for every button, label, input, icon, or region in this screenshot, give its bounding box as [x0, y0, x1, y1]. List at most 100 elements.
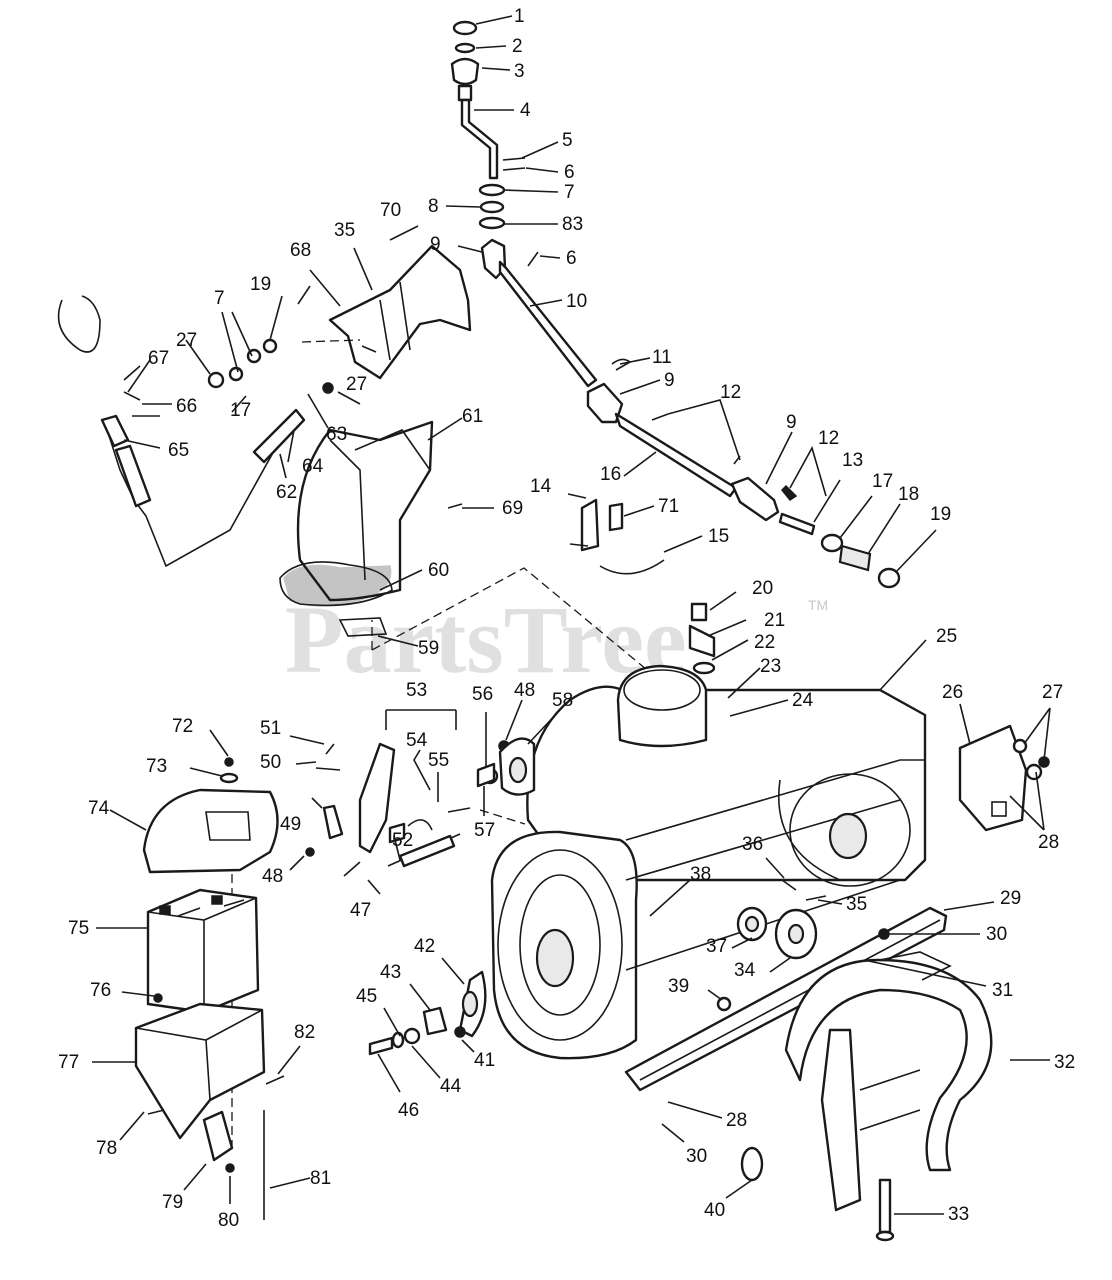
callout-75: 75: [68, 918, 89, 939]
callout-9: 9: [430, 234, 441, 255]
callout-7: 7: [564, 182, 575, 203]
chute-lock-linkage: [305, 737, 536, 877]
callout-79: 79: [162, 1192, 183, 1213]
discharge-chute: [279, 420, 463, 637]
callout-41: 41: [474, 1050, 495, 1071]
callout-51: 51: [260, 718, 281, 739]
callout-10: 10: [566, 291, 587, 312]
callout-65: 65: [168, 440, 189, 461]
callout-61: 61: [462, 406, 483, 427]
callout-83: 83: [562, 214, 583, 235]
callout-34: 34: [734, 960, 756, 981]
battery-tray: [134, 993, 285, 1220]
callout-38: 38: [690, 864, 711, 885]
callout-56: 56: [472, 684, 493, 705]
callout-42: 42: [414, 936, 435, 957]
callout-14: 14: [530, 476, 552, 497]
callout-73: 73: [146, 756, 167, 777]
callout-1: 1: [514, 6, 525, 27]
callout-30-b: 30: [686, 1146, 707, 1167]
callout-77: 77: [58, 1052, 79, 1073]
callout-12: 12: [720, 382, 741, 403]
chute-bracket-parts: [569, 498, 665, 575]
callout-5: 5: [562, 130, 573, 151]
callout-33: 33: [948, 1204, 969, 1225]
callout-16: 16: [600, 464, 621, 485]
callout-17-b: 17: [230, 400, 251, 421]
callout-57: 57: [474, 820, 495, 841]
callout-21: 21: [764, 610, 785, 631]
callout-15: 15: [708, 526, 729, 547]
callout-26: 26: [942, 682, 963, 703]
callout-58: 58: [552, 690, 573, 711]
callout-27: 27: [176, 330, 197, 351]
callout-44: 44: [440, 1076, 462, 1097]
callout-46: 46: [398, 1100, 419, 1121]
callout-76: 76: [90, 980, 111, 1001]
callout-29: 29: [1000, 888, 1021, 909]
callout-48: 48: [514, 680, 535, 701]
chute-deflector: [328, 244, 472, 380]
callout-17: 17: [872, 471, 893, 492]
callout-53: 53: [406, 680, 427, 701]
callout-66: 66: [176, 396, 197, 417]
callout-60: 60: [428, 560, 449, 581]
callout-24: 24: [792, 690, 814, 711]
auger-housing: [490, 664, 927, 1060]
battery: [146, 888, 260, 1014]
callout-12-b: 12: [818, 428, 839, 449]
callout-4: 4: [520, 100, 531, 121]
callout-39: 39: [668, 976, 689, 997]
callout-82: 82: [294, 1022, 315, 1043]
callout-37: 37: [706, 936, 727, 957]
callout-19: 19: [930, 504, 951, 525]
callout-8: 8: [428, 196, 439, 217]
callout-47: 47: [350, 900, 371, 921]
callout-18: 18: [898, 484, 919, 505]
callout-71: 71: [658, 496, 679, 517]
callout-74: 74: [88, 798, 110, 819]
callout-80: 80: [218, 1210, 239, 1231]
callout-3: 3: [514, 61, 525, 82]
callout-leaders: [92, 15, 1051, 1215]
impeller: [740, 951, 993, 1242]
callout-32: 32: [1054, 1052, 1075, 1073]
callout-55: 55: [428, 750, 449, 771]
callout-20: 20: [752, 578, 773, 599]
callout-52: 52: [392, 830, 413, 851]
callout-9-c: 9: [786, 412, 797, 433]
callout-63: 63: [326, 424, 347, 445]
crank-assembly: [450, 20, 598, 388]
callout-11: 11: [652, 347, 672, 368]
callout-45: 45: [356, 986, 377, 1007]
callout-72: 72: [172, 716, 193, 737]
callout-54: 54: [406, 730, 428, 751]
crank-rod-lower-assembly: [586, 358, 901, 589]
callout-2: 2: [512, 36, 523, 57]
auger-bearings: [736, 879, 827, 960]
callout-31: 31: [992, 980, 1013, 1001]
callout-67: 67: [148, 348, 169, 369]
callout-28-b: 28: [726, 1110, 747, 1131]
callout-27-c: 27: [1042, 682, 1063, 703]
battery-cover: [142, 757, 279, 874]
callout-81: 81: [310, 1168, 331, 1189]
callout-78: 78: [96, 1138, 117, 1159]
callout-30: 30: [986, 924, 1007, 945]
callout-36: 36: [742, 834, 763, 855]
callout-62: 62: [276, 482, 297, 503]
watermark-trademark: TM: [808, 597, 828, 613]
callout-13: 13: [842, 450, 863, 471]
shaft-hardware: [368, 970, 487, 1056]
callout-40: 40: [704, 1200, 725, 1221]
callout-labels: 1 2 3 4 5 6 7 8 83 9 6 10 11 9 12 9 12 1…: [58, 6, 1075, 1231]
callout-27-b: 27: [346, 374, 367, 395]
callout-6-b: 6: [566, 248, 577, 269]
callout-22: 22: [754, 632, 775, 653]
callout-28: 28: [1038, 832, 1059, 853]
callout-9-b: 9: [664, 370, 675, 391]
callout-68: 68: [290, 240, 311, 261]
callout-19-b: 19: [250, 274, 271, 295]
side-plate: [958, 724, 1050, 832]
callout-49: 49: [280, 814, 301, 835]
